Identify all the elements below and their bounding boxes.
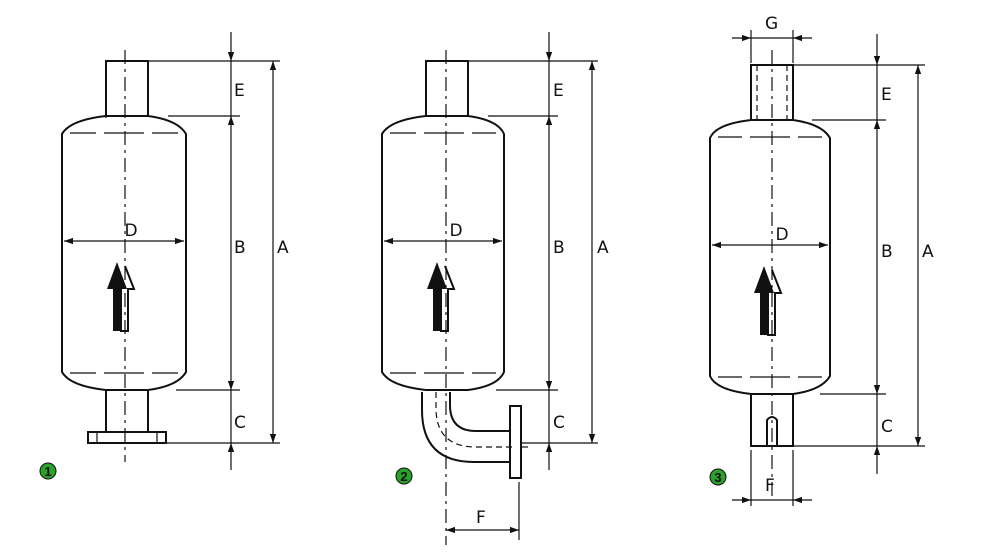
label-E-2: E <box>553 81 564 101</box>
dimension-D-3: D <box>712 225 828 249</box>
dimension-chain-3: E B C <box>873 34 893 474</box>
dimension-D-2: D <box>384 221 502 245</box>
svg-text:1: 1 <box>44 464 51 479</box>
label-F-3: F <box>765 476 775 496</box>
vessel-2 <box>381 50 528 545</box>
dimension-chain-1: E B C <box>227 32 246 470</box>
variant-badge-1: 1 <box>39 462 57 480</box>
label-A-3: A <box>922 242 934 262</box>
dimension-A-3: A <box>914 65 934 446</box>
vessel-1 <box>61 50 187 462</box>
flow-arrow-2-icon <box>427 262 456 332</box>
variant-2-elbow-bottom: D E B C A F 2 <box>381 32 609 545</box>
dimension-F-2: F <box>446 482 520 540</box>
flow-arrow-3-icon <box>754 266 783 336</box>
dimension-A-2: A <box>588 61 609 443</box>
label-C-3: C <box>881 417 893 437</box>
label-D-1: D <box>124 221 137 241</box>
label-B-1: B <box>234 238 246 258</box>
label-B-3: B <box>881 242 893 262</box>
variant-badge-3: 3 <box>709 468 727 486</box>
dimension-G-3: G <box>732 14 812 63</box>
label-D-3: D <box>775 225 788 245</box>
variant-1-flanged-bottom: D E B C A 1 <box>39 32 289 480</box>
dimension-D-1: D <box>64 221 184 245</box>
label-B-2: B <box>553 238 565 258</box>
extension-lines-3 <box>793 64 925 447</box>
label-G-3: G <box>765 14 778 34</box>
label-C-1: C <box>234 413 246 433</box>
variant-3-slotted-bottom: D G E B C A <box>709 14 934 506</box>
label-E-3: E <box>881 85 892 105</box>
svg-text:3: 3 <box>714 470 721 485</box>
label-D-2: D <box>449 221 462 241</box>
label-C-2: C <box>553 413 565 433</box>
label-A-1: A <box>277 238 289 258</box>
svg-text:2: 2 <box>400 469 407 484</box>
dimension-F-3: F <box>732 450 812 506</box>
variant-badge-2: 2 <box>395 467 413 485</box>
label-F-2: F <box>476 508 486 528</box>
label-E-1: E <box>234 81 245 101</box>
label-A-2: A <box>597 238 609 258</box>
dimension-chain-2: E B C <box>545 32 565 470</box>
vessel-3 <box>709 50 831 500</box>
flow-arrow-1-icon <box>107 262 136 332</box>
dimension-A-1: A <box>269 61 289 443</box>
